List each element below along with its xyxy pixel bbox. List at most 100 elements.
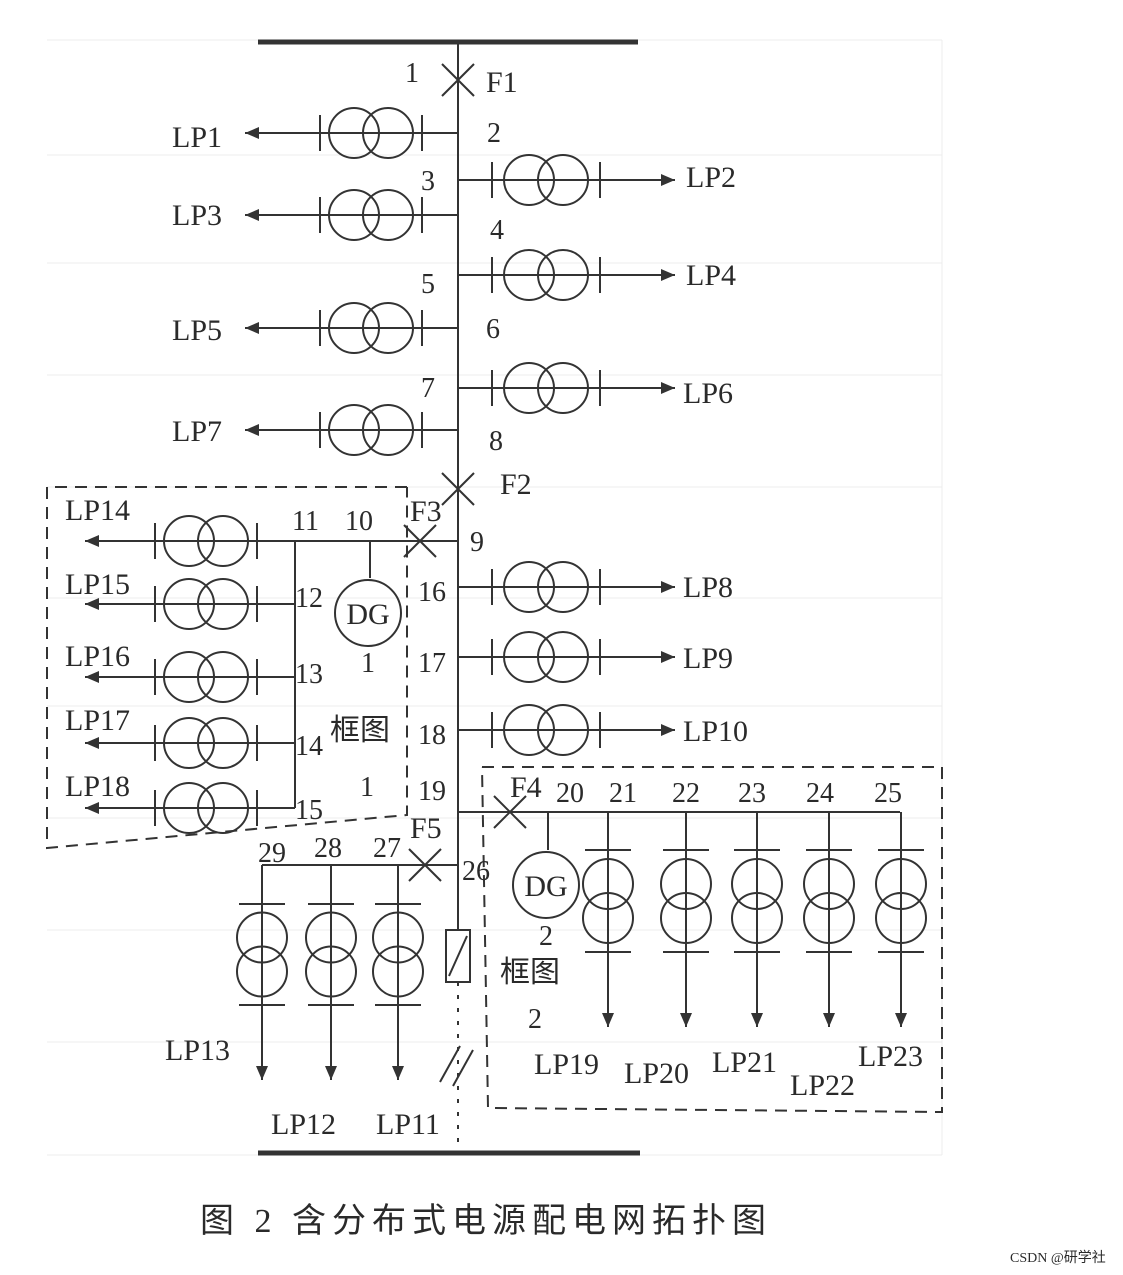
- load-label-lp21: LP21: [712, 1046, 777, 1079]
- load-label-lp11: LP11: [376, 1108, 440, 1141]
- arrow-head: [85, 535, 99, 547]
- node-label: 2: [487, 118, 501, 149]
- transformer-winding: [503, 154, 555, 206]
- arrow-head: [895, 1013, 907, 1027]
- node-label: 14: [295, 731, 323, 762]
- transformer-winding: [163, 578, 215, 630]
- node-label: 27: [373, 833, 401, 864]
- node-label: 13: [295, 659, 323, 690]
- hatch-mark: [452, 1049, 474, 1087]
- node-label: 10: [345, 506, 373, 537]
- transformer-winding: [163, 515, 215, 567]
- transformer-winding: [803, 858, 855, 910]
- node-label: 1: [405, 58, 419, 89]
- load-label-lp12: LP12: [271, 1108, 336, 1141]
- transformer-winding: [362, 404, 414, 456]
- transformer-winding: [362, 302, 414, 354]
- transformer-winding: [163, 651, 215, 703]
- transformer-winding: [731, 892, 783, 944]
- arrow-head: [680, 1013, 692, 1027]
- arrow-head: [325, 1066, 337, 1080]
- load-label-lp14: LP14: [65, 494, 130, 527]
- arrow-head: [392, 1066, 404, 1080]
- arrow-head: [661, 581, 675, 593]
- breaker-x: [441, 63, 475, 97]
- transformer-winding: [503, 362, 555, 414]
- figure-caption: 图 2 含分布式电源配电网拓扑图: [200, 1202, 772, 1240]
- dg2-index: 2: [539, 921, 553, 952]
- load-label-lp1: LP1: [172, 121, 222, 154]
- load-label-lp3: LP3: [172, 199, 222, 232]
- load-label-lp22: LP22: [790, 1069, 855, 1102]
- arrow-head: [661, 382, 675, 394]
- arrow-head: [602, 1013, 614, 1027]
- box2-label: 框图: [500, 956, 560, 989]
- dg2-symbol: [512, 851, 580, 919]
- node-label: 16: [418, 577, 446, 608]
- transformer-winding: [731, 858, 783, 910]
- dg2-text: DG: [524, 870, 567, 903]
- load-label-lp20: LP20: [624, 1057, 689, 1090]
- node-label: 4: [490, 215, 504, 246]
- node-label: 22: [672, 778, 700, 809]
- breaker-x: [493, 795, 527, 829]
- load-label-lp16: LP16: [65, 640, 130, 673]
- arrow-head: [85, 671, 99, 683]
- load-label-lp10: LP10: [683, 715, 748, 748]
- load-label-lp4: LP4: [686, 259, 736, 292]
- node-label: 28: [314, 833, 342, 864]
- tie-switch: [445, 929, 471, 983]
- box2-index: 2: [528, 1004, 542, 1035]
- transformer-winding: [197, 782, 249, 834]
- arrow-head: [661, 651, 675, 663]
- node-label: 7: [421, 373, 435, 404]
- arrow-head: [85, 737, 99, 749]
- transformer-winding: [305, 945, 357, 998]
- node-label: 26: [462, 856, 490, 887]
- arrow-head: [85, 598, 99, 610]
- load-label-lp18: LP18: [65, 770, 130, 803]
- transformer-winding: [236, 911, 288, 964]
- load-label-lp13: LP13: [165, 1034, 230, 1067]
- watermark-text: CSDN @研学社: [1010, 1250, 1106, 1266]
- node-label: 6: [486, 314, 500, 345]
- node-label: 29: [258, 838, 286, 869]
- load-label-lp5: LP5: [172, 314, 222, 347]
- arrow-head: [245, 209, 259, 221]
- transformer-winding: [197, 651, 249, 703]
- arrow-head: [245, 424, 259, 436]
- transformer-winding: [537, 631, 589, 683]
- node-label: 19: [418, 776, 446, 807]
- box1-outline: [46, 486, 408, 850]
- node-label: 5: [421, 269, 435, 300]
- transformer-winding: [197, 578, 249, 630]
- tie-switch-blade: [448, 935, 468, 977]
- transformer-winding: [197, 515, 249, 567]
- transformer-winding: [803, 892, 855, 944]
- load-label-lp23: LP23: [858, 1040, 923, 1073]
- load-label-lp9: LP9: [683, 642, 733, 675]
- transformer-winding: [582, 858, 634, 910]
- transformer-winding: [328, 189, 380, 241]
- breaker-x: [441, 472, 475, 506]
- transformer-winding: [503, 561, 555, 613]
- transformer-winding: [328, 302, 380, 354]
- transformer-winding: [163, 717, 215, 769]
- breaker-x: [403, 524, 437, 558]
- transformer-winding: [537, 704, 589, 756]
- box1-index: 1: [360, 772, 374, 803]
- transformer-winding: [236, 945, 288, 998]
- arrow-head: [256, 1066, 268, 1080]
- transformer-winding: [163, 782, 215, 834]
- dg1-text: DG: [346, 598, 389, 631]
- transformer-winding: [875, 892, 927, 944]
- node-label: 24: [806, 778, 834, 809]
- transformer-winding: [372, 945, 424, 998]
- node-label: 8: [489, 426, 503, 457]
- switch-label: F2: [500, 468, 532, 501]
- transformer-winding: [328, 404, 380, 456]
- transformer-winding: [875, 858, 927, 910]
- node-label: 3: [421, 166, 435, 197]
- load-label-lp8: LP8: [683, 571, 733, 604]
